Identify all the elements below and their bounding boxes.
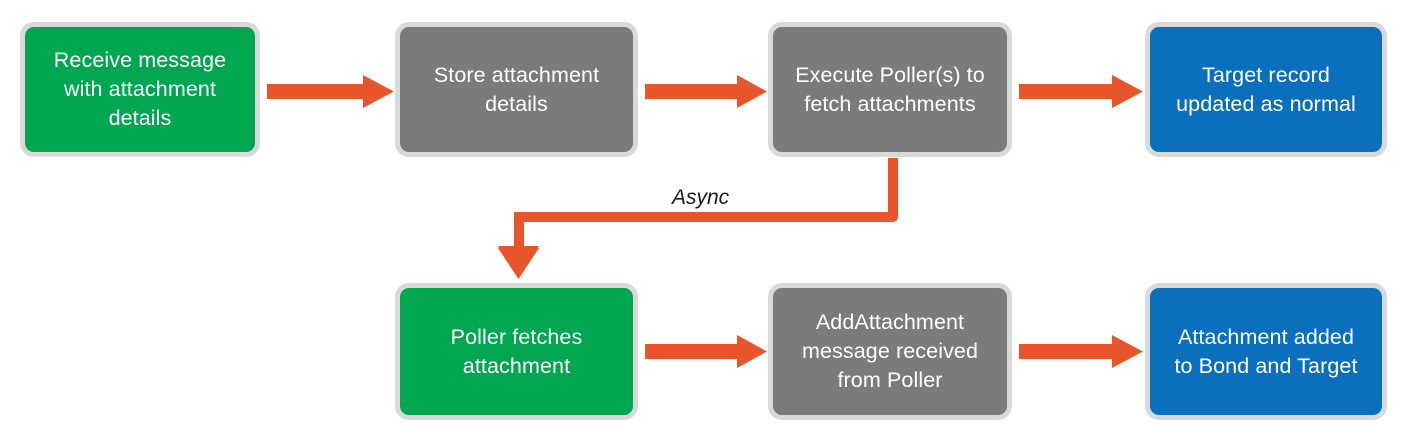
arrow-execute-to-poller-fetches-async (498, 158, 898, 279)
node-label: Attachment added to Bond and Target (1174, 324, 1358, 378)
node-attachment-added[interactable]: Attachment added to Bond and Target (1145, 283, 1387, 420)
node-label: Store attachment details (433, 62, 600, 116)
node-label: AddAttachment message received from Poll… (801, 310, 979, 392)
node-label: Target record updated as normal (1176, 62, 1356, 116)
node-store-details[interactable]: Store attachment details (395, 22, 638, 157)
node-receive-message[interactable]: Receive message with attachment details (20, 22, 260, 157)
node-target-record[interactable]: Target record updated as normal (1145, 22, 1387, 157)
node-label: Receive message with attachment details (53, 48, 227, 130)
edge-label-async: Async (672, 186, 730, 209)
node-addattachment-message[interactable]: AddAttachment message received from Poll… (768, 283, 1012, 420)
node-poller-fetches[interactable]: Poller fetches attachment (395, 283, 638, 420)
arrow-addattachment-to-added (1019, 335, 1143, 368)
node-execute-pollers[interactable]: Execute Poller(s) to fetch attachments (768, 22, 1012, 157)
node-label: Poller fetches attachment (450, 324, 583, 378)
arrow-execute-to-target (1019, 75, 1143, 108)
arrow-fetches-to-addattachment (645, 335, 767, 368)
arrow-store-to-execute (645, 75, 767, 108)
node-label: Execute Poller(s) to fetch attachments (795, 62, 985, 116)
arrow-receive-to-store (267, 75, 394, 108)
